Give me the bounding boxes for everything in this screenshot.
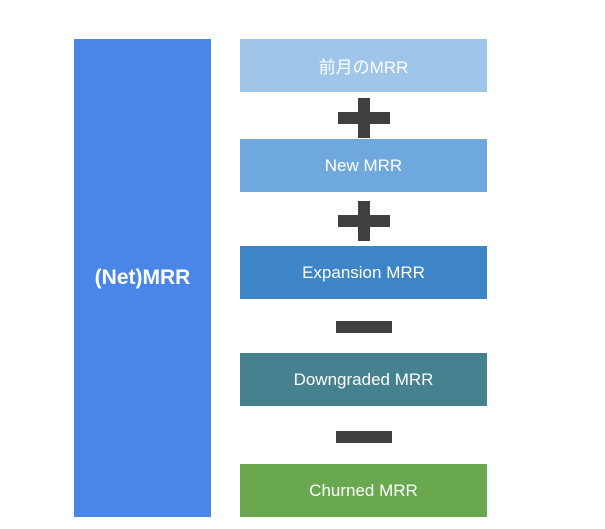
previous-month-mrr-label: 前月のMRR <box>318 58 409 77</box>
expansion-mrr-label: Expansion MRR <box>302 262 425 282</box>
plus-vertical-bar <box>358 98 370 138</box>
plus-operator-2 <box>338 201 390 241</box>
previous-month-mrr-box: 前月のMRR <box>240 39 487 92</box>
expansion-mrr-box: Expansion MRR <box>240 246 487 299</box>
net-mrr-label: (Net)MRR <box>94 266 191 289</box>
churned-mrr-box: Churned MRR <box>240 464 487 517</box>
plus-vertical-bar <box>358 201 370 241</box>
downgraded-mrr-label: Downgraded MRR <box>293 369 434 389</box>
churned-mrr-label: Churned MRR <box>309 480 418 500</box>
minus-operator-2 <box>336 431 392 443</box>
net-mrr-box: (Net)MRR <box>74 39 211 517</box>
plus-operator-1 <box>338 98 390 138</box>
minus-operator-1 <box>336 321 392 333</box>
new-mrr-box: New MRR <box>240 139 487 192</box>
new-mrr-label: New MRR <box>324 155 403 175</box>
downgraded-mrr-box: Downgraded MRR <box>240 353 487 406</box>
